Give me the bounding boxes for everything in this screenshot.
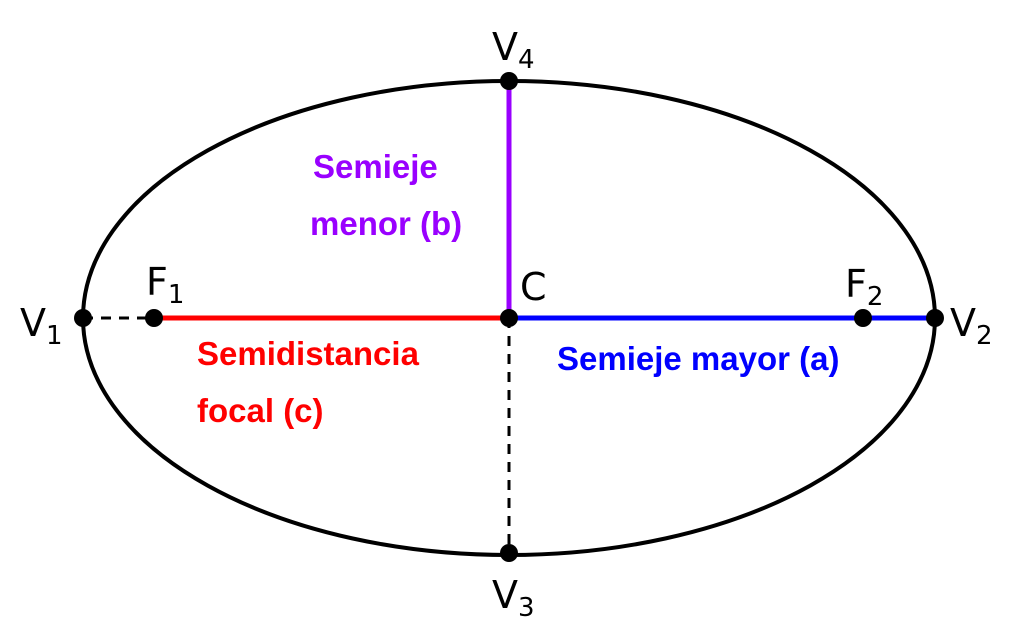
point-v1 xyxy=(74,309,92,327)
minor-semiaxis-label-line2: menor (b) xyxy=(310,205,462,242)
minor-semiaxis-label-line1: Semieje xyxy=(313,148,438,185)
focal-label-line2: focal (c) xyxy=(197,392,324,429)
label-v2: V2 xyxy=(950,301,993,351)
point-v2 xyxy=(926,309,944,327)
major-semiaxis-label: Semieje mayor (a) xyxy=(557,340,839,377)
point-f2 xyxy=(854,309,872,327)
point-c xyxy=(500,309,518,327)
point-v4 xyxy=(500,72,518,90)
label-v4: V4 xyxy=(492,25,535,75)
label-v3: V3 xyxy=(492,573,535,623)
point-f1 xyxy=(145,309,163,327)
focal-label-line1: Semidistancia xyxy=(197,335,420,372)
label-f2: F2 xyxy=(845,262,883,312)
label-c: C xyxy=(520,265,547,309)
label-f1: F1 xyxy=(146,260,184,310)
label-v1: V1 xyxy=(20,301,63,351)
point-v3 xyxy=(500,544,518,562)
